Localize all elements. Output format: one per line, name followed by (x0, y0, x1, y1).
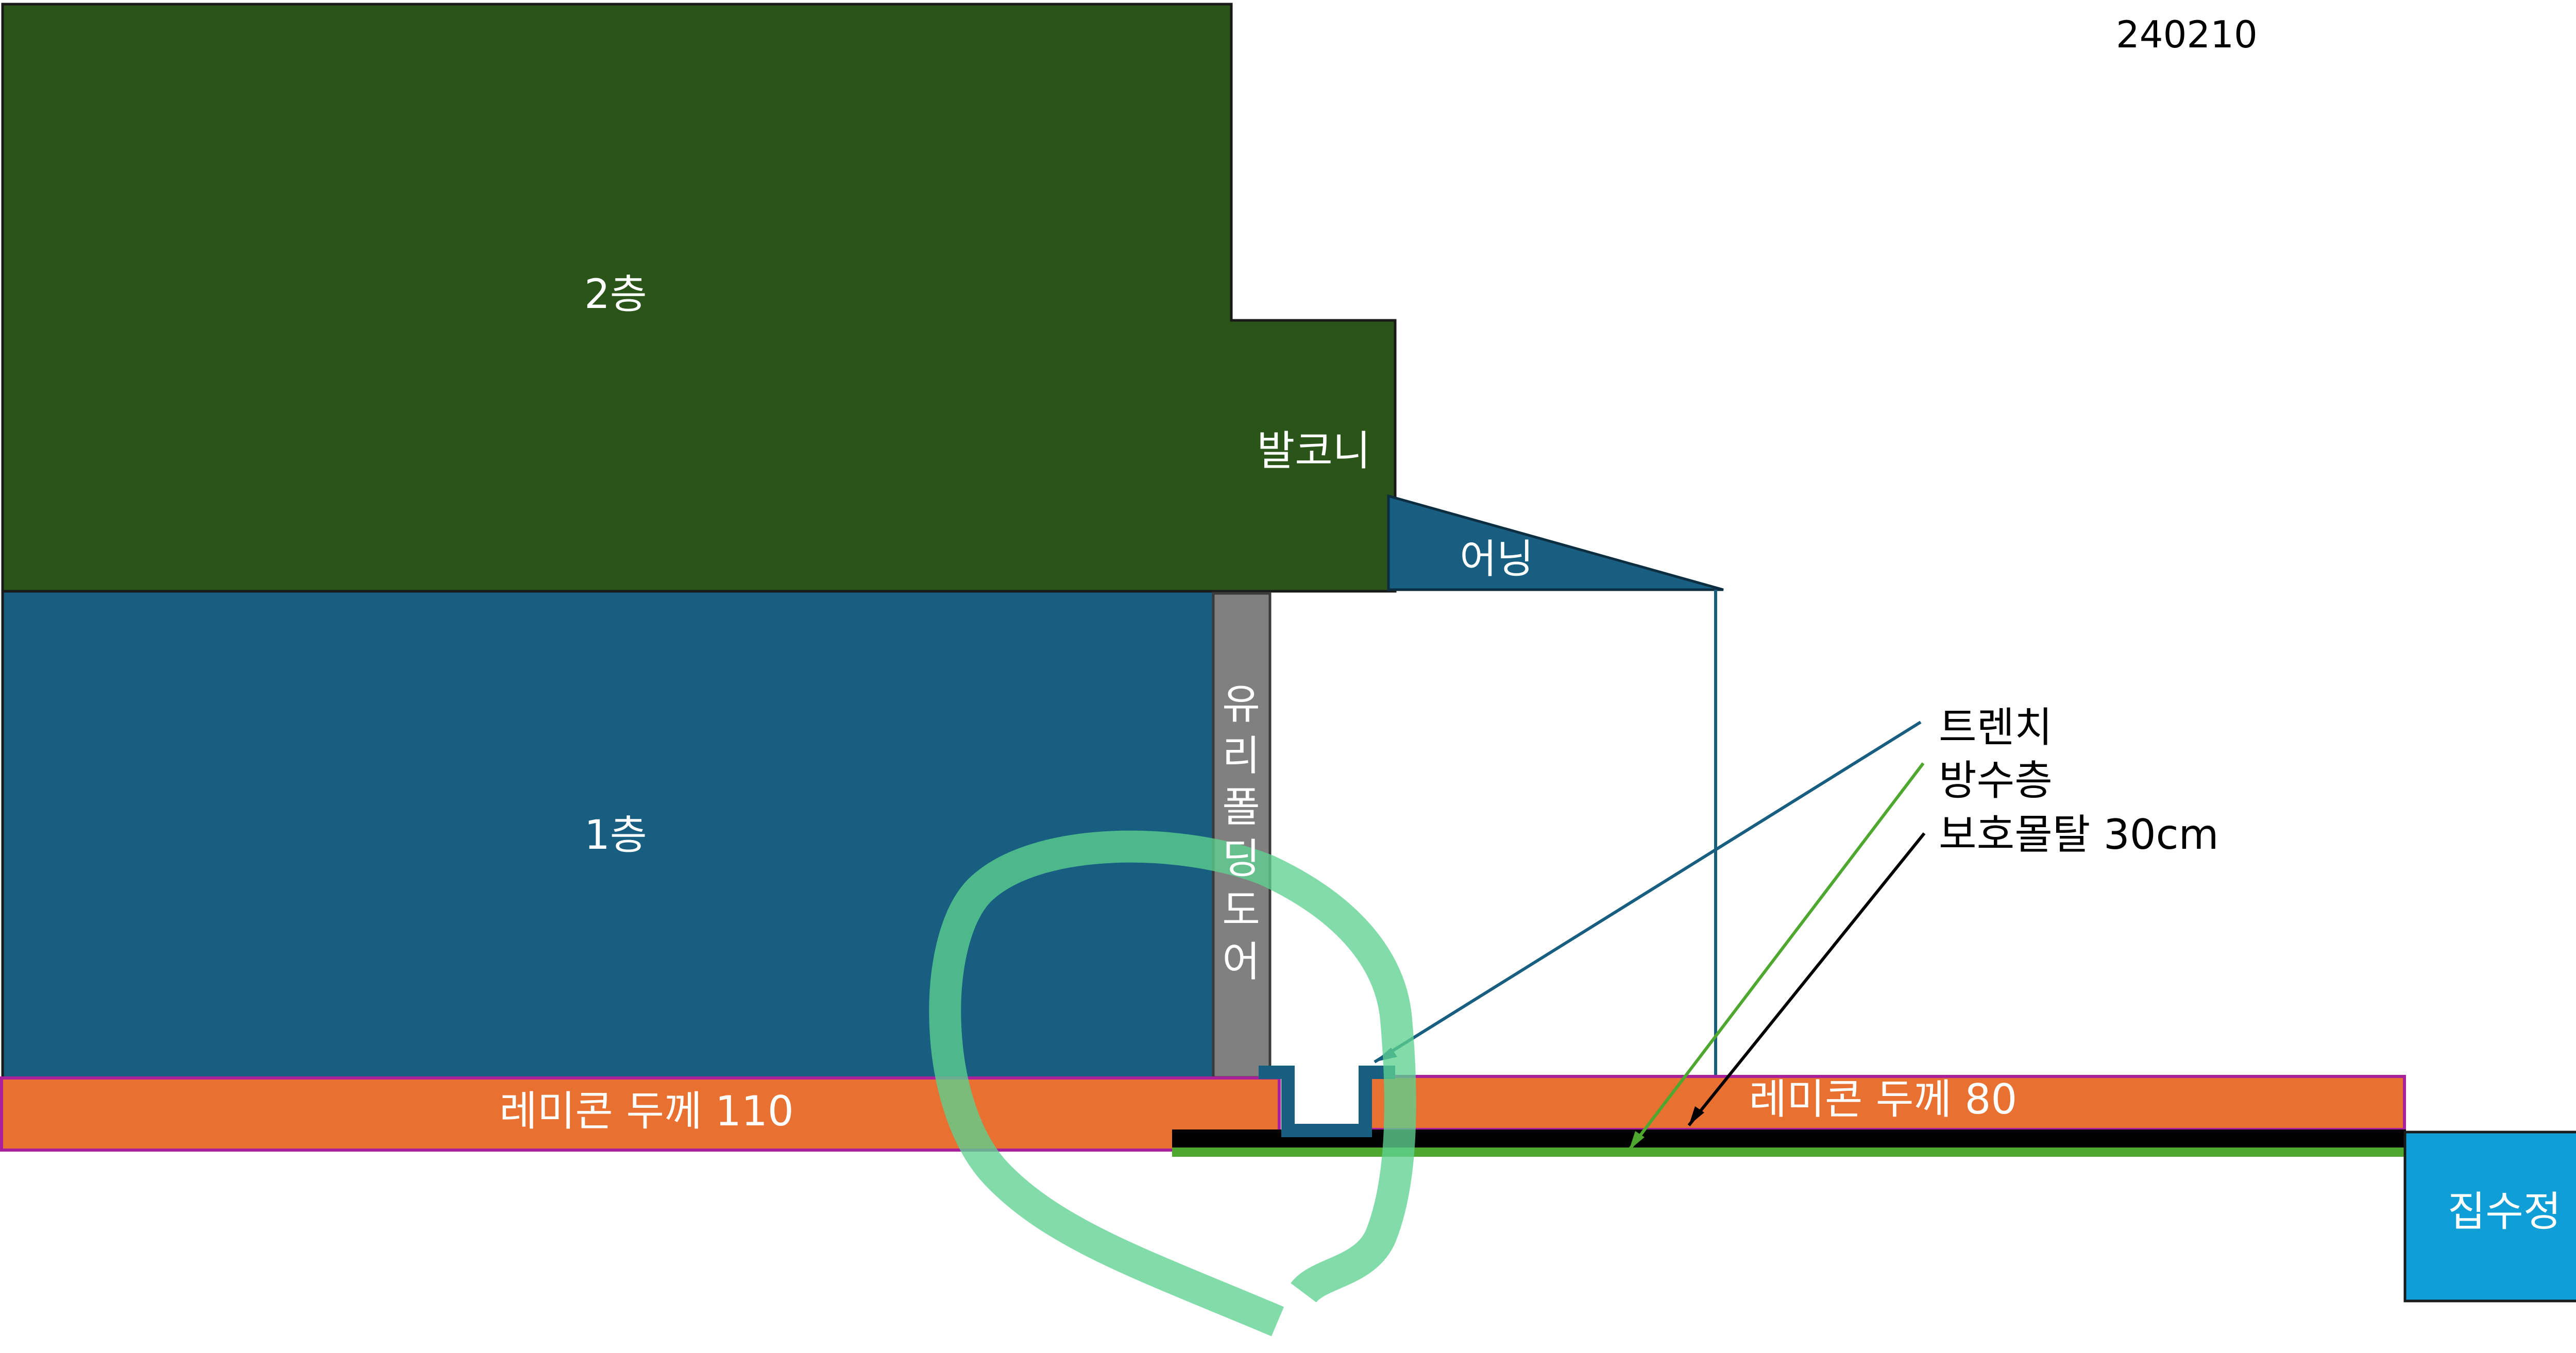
highlight-loop-icon (929, 830, 1416, 1337)
waterproof-layer (1172, 1148, 2406, 1157)
awning-label: 어닝 (1460, 536, 1534, 583)
waterproof-leader-line (1628, 762, 1925, 1151)
trench-channel (1259, 1066, 1395, 1137)
first-floor-label: 1층 (584, 812, 647, 859)
protective-mortar-layer (1172, 1129, 2406, 1149)
waterproof-arrowhead (1629, 1131, 1645, 1150)
mortar-leader-line (1687, 832, 1926, 1126)
first-floor-block (1, 590, 1223, 1080)
sump-box (2403, 1131, 2576, 1303)
awning-shape (1387, 494, 1724, 591)
balcony-label: 발코니 (1257, 427, 1371, 475)
concrete-right-label: 레미콘 두께 80 (1749, 1075, 2018, 1123)
second-floor-label: 2층 (584, 271, 647, 318)
mortar-arrowhead (1689, 1106, 1704, 1125)
concrete-left-label: 레미콘 두께 110 (499, 1087, 794, 1135)
glass-folding-door (1212, 592, 1272, 1079)
second-floor-block (1, 3, 1397, 593)
mortar-callout-label: 보호몰탈 30cm (1939, 811, 2219, 859)
waterproof-callout-label: 방수층 (1939, 757, 2053, 804)
concrete-slab-left (0, 1076, 1281, 1152)
trench-gap (1285, 1066, 1370, 1133)
date-label: 240210 (2116, 13, 2258, 56)
trench-callout-label: 트렌치 (1939, 704, 2053, 751)
trench-leader-line (1374, 721, 1922, 1064)
sump-label: 집수정 (2448, 1188, 2562, 1236)
